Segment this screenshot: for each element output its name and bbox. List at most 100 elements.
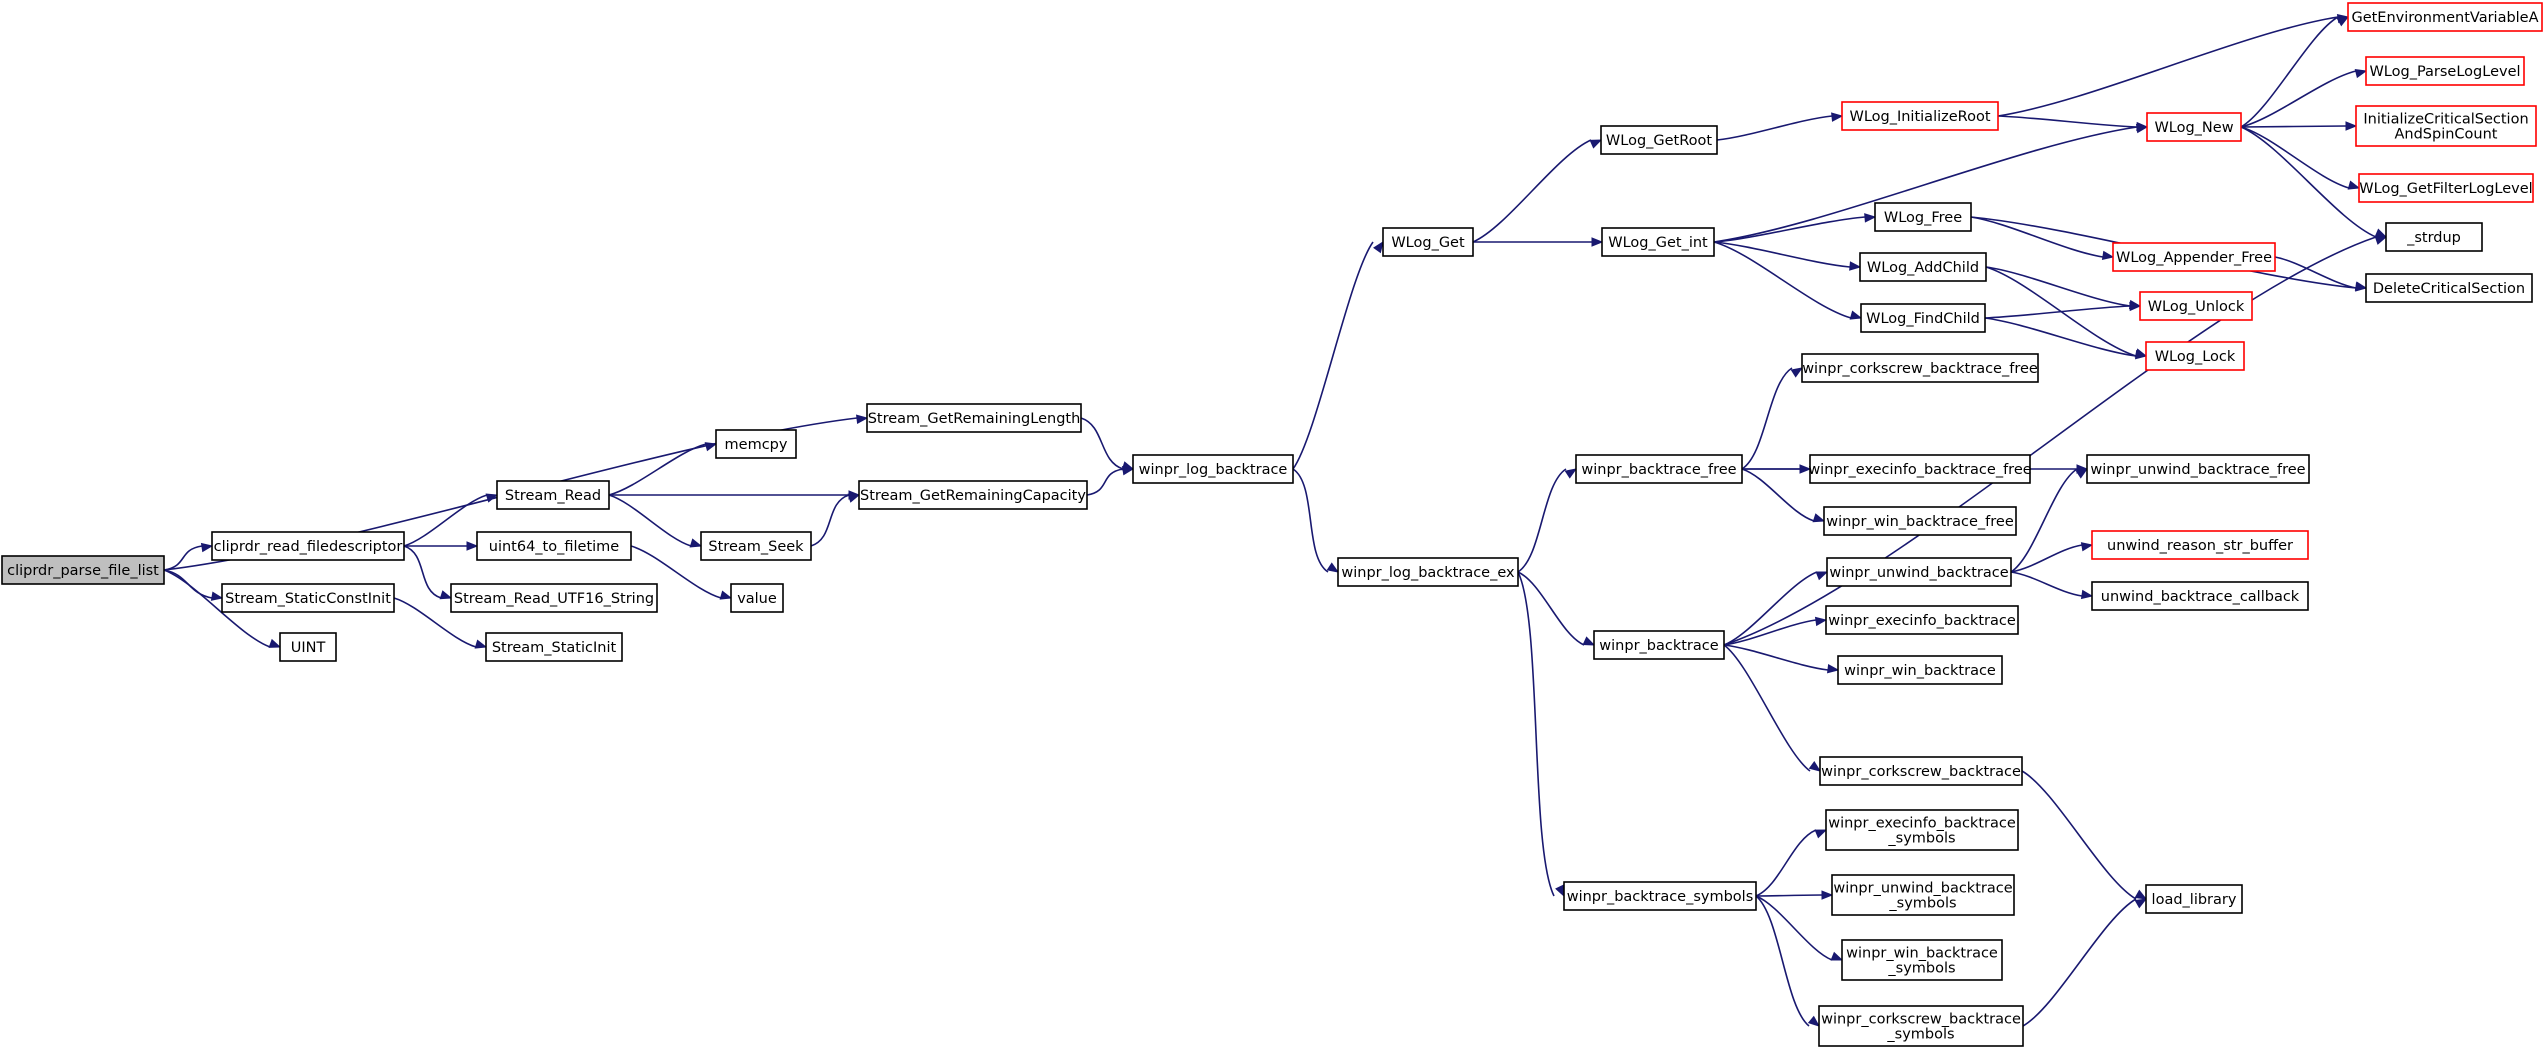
- node-bt-free[interactable]: winpr_backtrace_free: [1575, 454, 1743, 484]
- edge-arrowhead: [2134, 898, 2148, 909]
- edge-line: [1755, 895, 1810, 1027]
- node-cs-bt-sym[interactable]: winpr_corkscrew_backtrace_symbols: [1818, 1005, 2024, 1047]
- node-bt-symbols[interactable]: winpr_backtrace_symbols: [1563, 881, 1757, 911]
- node-ex-bt-sym[interactable]: winpr_execinfo_backtrace_symbols: [1825, 809, 2019, 851]
- node-log-bt[interactable]: winpr_log_backtrace: [1132, 454, 1294, 484]
- node-read-utf16[interactable]: Stream_Read_UTF16_String: [450, 583, 658, 613]
- node-box: [1831, 874, 2015, 916]
- edge-arrowhead: [1373, 240, 1384, 254]
- node-label: winpr_unwind_backtrace: [1833, 881, 2012, 897]
- node-seek[interactable]: Stream_Seek: [700, 531, 812, 561]
- node-delete-cs[interactable]: DeleteCriticalSection: [2365, 273, 2533, 303]
- edge-line: [1755, 829, 1817, 897]
- node-label: winpr_execinfo_backtrace_free: [1808, 462, 2031, 478]
- node-add-child[interactable]: WLog_AddChild: [1859, 252, 1987, 282]
- edge-arrowhead: [439, 590, 453, 600]
- node-static-init[interactable]: Stream_StaticInit: [485, 632, 623, 662]
- node-cs-bt-free[interactable]: winpr_corkscrew_backtrace_free: [1801, 353, 2039, 383]
- node-stream-read[interactable]: Stream_Read: [496, 480, 610, 510]
- node-ex-bt-free[interactable]: winpr_execinfo_backtrace_free: [1808, 454, 2032, 484]
- node-init-root[interactable]: WLog_InitializeRoot: [1841, 101, 1999, 131]
- node-box: [1841, 939, 2003, 981]
- node-get-rem-len[interactable]: Stream_GetRemainingLength: [866, 403, 1082, 433]
- edge-line: [163, 545, 203, 571]
- edge: [609, 490, 861, 500]
- node-static-const[interactable]: Stream_StaticConstInit: [221, 583, 395, 613]
- edge-arrowhead: [1849, 261, 1862, 271]
- node-win-bt-sym[interactable]: winpr_win_backtrace_symbols: [1841, 939, 2003, 981]
- node-uint[interactable]: UINT: [279, 632, 337, 662]
- node-getenv[interactable]: GetEnvironmentVariableA: [2347, 2, 2543, 32]
- node-appender-free[interactable]: WLog_Appender_Free: [2112, 242, 2276, 272]
- node-get-int[interactable]: WLog_Get_int: [1601, 227, 1715, 257]
- node-get-rem-cap[interactable]: Stream_GetRemainingCapacity: [858, 480, 1088, 510]
- node-box: [2365, 56, 2525, 86]
- node-unw-bt-free[interactable]: winpr_unwind_backtrace_free: [2086, 454, 2310, 484]
- edge: [2010, 571, 2094, 600]
- node-box: [2086, 454, 2310, 484]
- node-load-lib[interactable]: load_library: [2145, 884, 2243, 914]
- edge-line: [163, 569, 271, 648]
- node-memcpy[interactable]: memcpy: [715, 429, 797, 459]
- node-win-bt-free[interactable]: winpr_win_backtrace_free: [1823, 506, 2017, 536]
- edge-line: [1080, 417, 1124, 470]
- node-value[interactable]: value: [730, 583, 784, 613]
- edge: [1713, 123, 2149, 243]
- node-box: [1818, 1005, 2024, 1047]
- node-unlock[interactable]: WLog_Unlock: [2139, 291, 2253, 321]
- edge-line: [1755, 894, 1823, 897]
- edge: [1723, 616, 1828, 646]
- node-wlog-get[interactable]: WLog_Get: [1382, 227, 1474, 257]
- edge-line: [1086, 468, 1124, 496]
- node-lock[interactable]: WLog_Lock: [2145, 341, 2245, 371]
- edge-line: [2240, 70, 2357, 128]
- node-box: [2146, 112, 2242, 142]
- edge-line: [608, 494, 692, 547]
- edge-arrowhead: [1830, 951, 1844, 961]
- node-box: [1600, 125, 1718, 155]
- node-unw-reason[interactable]: unwind_reason_str_buffer: [2091, 530, 2309, 560]
- node-read-fd[interactable]: cliprdr_read_filedescriptor: [211, 531, 405, 561]
- node-label: winpr_backtrace_free: [1581, 462, 1736, 478]
- node-label: winpr_corkscrew_backtrace: [1821, 764, 2021, 780]
- node-unw-bt-sym[interactable]: winpr_unwind_backtrace_symbols: [1831, 874, 2015, 916]
- node-filter-level[interactable]: WLog_GetFilterLogLevel: [2358, 173, 2534, 203]
- node-root[interactable]: cliprdr_parse_file_list: [1, 555, 165, 585]
- node-label: winpr_execinfo_backtrace: [1828, 816, 2016, 832]
- node-wlog-new[interactable]: WLog_New: [2146, 112, 2242, 142]
- node-unw-cb[interactable]: unwind_backtrace_callback: [2091, 581, 2309, 611]
- edge: [2022, 898, 2148, 1027]
- node-backtrace[interactable]: winpr_backtrace: [1593, 630, 1725, 660]
- edge-arrowhead: [1564, 468, 1578, 479]
- edge-line: [1713, 216, 1866, 243]
- node-u64-ft[interactable]: uint64_to_filetime: [476, 531, 632, 561]
- node-find-child[interactable]: WLog_FindChild: [1860, 303, 1986, 333]
- node-ex-bt[interactable]: winpr_execinfo_backtrace: [1825, 605, 2019, 635]
- node-unw-bt[interactable]: winpr_unwind_backtrace: [1826, 557, 2012, 587]
- node-win-bt[interactable]: winpr_win_backtrace: [1837, 655, 2003, 685]
- edge-line: [393, 597, 477, 648]
- edge: [1984, 301, 2142, 319]
- node-strdup[interactable]: _strdup: [2385, 222, 2483, 252]
- edge-line: [1472, 139, 1592, 243]
- node-get-root[interactable]: WLog_GetRoot: [1600, 125, 1718, 155]
- edge-arrowhead: [847, 493, 861, 503]
- node-label: WLog_Get_int: [1608, 235, 1708, 251]
- node-log-bt-ex[interactable]: winpr_log_backtrace_ex: [1337, 557, 1519, 587]
- edge-line: [1517, 571, 1585, 646]
- node-label: WLog_InitializeRoot: [1849, 109, 1990, 125]
- node-cs-bt[interactable]: winpr_corkscrew_backtrace: [1819, 756, 2023, 786]
- node-wlog-free[interactable]: WLog_Free: [1874, 202, 1972, 232]
- edge-arrowhead: [2347, 180, 2361, 190]
- node-label: WLog_AddChild: [1867, 260, 1979, 276]
- node-box: [2355, 105, 2537, 147]
- node-parse-level[interactable]: WLog_ParseLogLevel: [2365, 56, 2525, 86]
- edge-arrowhead: [1582, 636, 1596, 646]
- edge-arrowhead: [2374, 228, 2388, 238]
- node-box: [211, 531, 405, 561]
- edge-line: [403, 545, 442, 599]
- edge-arrowhead: [2075, 468, 2089, 479]
- edge-line: [1292, 241, 1374, 470]
- node-box: [1825, 809, 2019, 851]
